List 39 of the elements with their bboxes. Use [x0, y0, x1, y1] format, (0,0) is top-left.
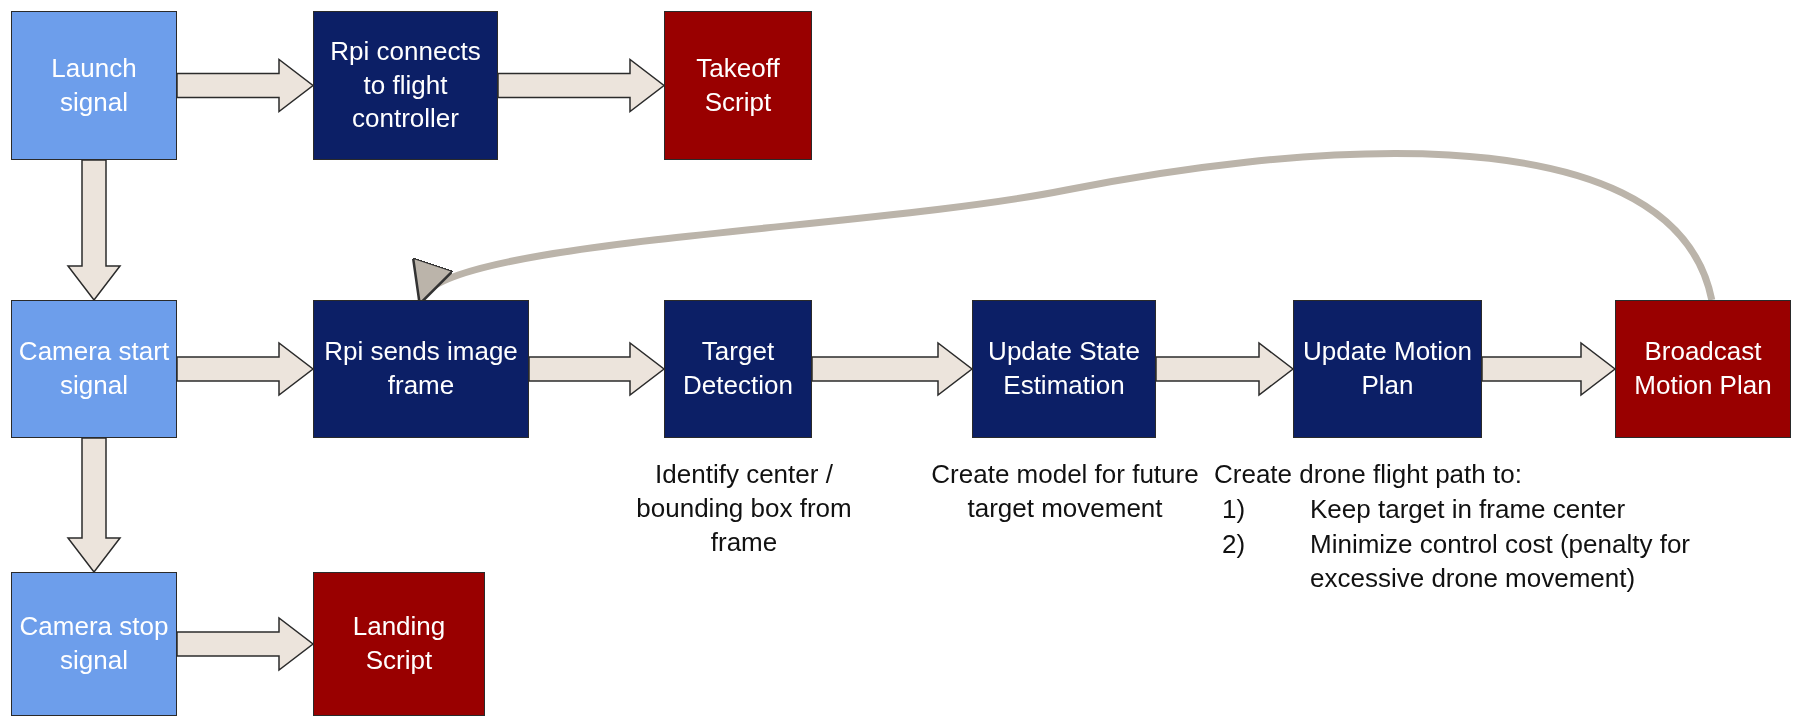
process-box	[972, 300, 1156, 438]
process-box	[1293, 300, 1482, 438]
box-label: Takeoff Script	[695, 51, 781, 119]
box-label: Rpi sends image frame	[323, 335, 519, 402]
box-label: Update Motion Plan	[1301, 335, 1474, 402]
description-text: Minimize control cost (penalty for excessive drone movement)	[1310, 528, 1692, 595]
box-label: Landing Script	[351, 610, 447, 677]
process-box	[313, 300, 529, 438]
description-text: 2)	[1222, 528, 1247, 561]
description-text: Create drone flight path to:	[1214, 458, 1523, 491]
block-arrow	[176, 58, 315, 113]
block-arrow	[528, 341, 666, 397]
description-text: Keep target in frame center	[1310, 493, 1627, 526]
box-label: Camera start signal	[18, 335, 170, 402]
block-arrow	[811, 341, 974, 397]
box-label: Update State Estimation	[987, 335, 1141, 402]
box-label: Camera stop signal	[18, 610, 170, 677]
box-label: Launch signal	[50, 51, 138, 119]
block-arrow	[1155, 341, 1295, 397]
process-box	[11, 11, 177, 160]
process-box	[1615, 300, 1791, 438]
block-arrow	[66, 159, 122, 302]
box-label: Broadcast Motion Plan	[1633, 335, 1773, 402]
block-arrow	[497, 58, 666, 113]
process-box	[313, 11, 498, 160]
process-box	[664, 300, 812, 438]
block-arrow	[66, 437, 122, 574]
block-arrow	[1481, 341, 1617, 397]
block-arrow	[176, 616, 315, 672]
block-arrow	[176, 341, 315, 397]
process-box	[664, 11, 812, 160]
process-box	[313, 572, 485, 716]
description-text: Create model for future target movement	[930, 458, 1200, 525]
process-box	[11, 572, 177, 716]
description-text: 1)	[1222, 493, 1247, 526]
box-label: Rpi connects to flight controller	[329, 34, 482, 136]
description-text: Identify center / bounding box from frame	[635, 458, 853, 559]
process-box	[11, 300, 177, 438]
box-label: Target Detection	[682, 335, 794, 402]
